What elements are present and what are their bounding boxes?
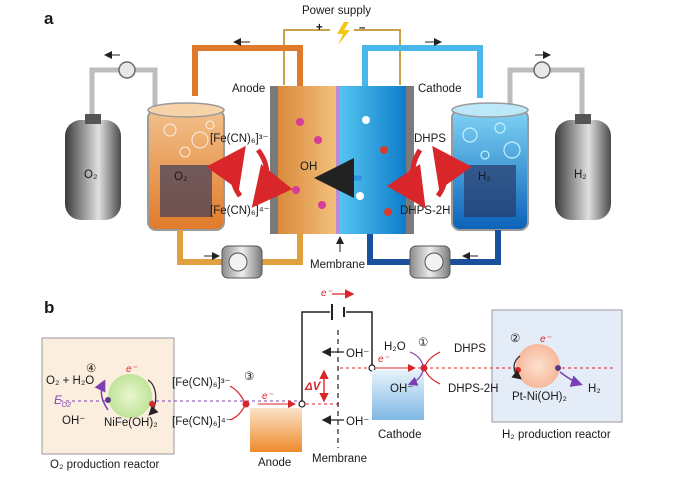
dhps-redox-curve	[423, 351, 441, 385]
nife-catalyst	[108, 374, 152, 418]
h2-label-b: H₂	[588, 383, 601, 395]
power-wire-right	[354, 29, 401, 85]
step2-marker: ②	[510, 333, 520, 345]
ptni-electron-label: e⁻	[540, 334, 552, 345]
panel-a-letter: a	[44, 9, 54, 28]
o2-reactor-label: O₂	[174, 171, 187, 183]
anode-redox-arrow-up	[206, 145, 246, 198]
h2-evolution-arrow	[559, 371, 583, 387]
fe-redox-curve	[229, 385, 247, 421]
cathode-bottom-pipe-b	[448, 230, 501, 265]
circuit-electron-label: e⁻	[321, 288, 333, 299]
cathode-label: Cathode	[418, 83, 461, 95]
o2-tank	[65, 114, 121, 220]
cathode-top-pipe	[362, 45, 483, 98]
fe3-label: [Fe(CN)₆]³⁻	[210, 133, 269, 145]
nife-electron-label: e⁻	[126, 364, 138, 375]
cathode-pump-icon	[409, 245, 451, 279]
h2-reactor-caption: H₂ production reactor	[502, 429, 611, 441]
panel-b: b O₂ production reactor H₂ production re…	[41, 288, 623, 471]
oh-upper-label: OH⁻	[346, 348, 369, 360]
membrane-label-b: Membrane	[312, 453, 367, 465]
ptni-point-right	[555, 365, 561, 371]
circuit-wire-right	[346, 311, 373, 368]
cathode-electron-label: e⁻	[378, 354, 390, 365]
anode-redox-arrow-down	[251, 148, 293, 208]
oh-cathode-label: OH⁻	[390, 383, 413, 395]
anode-bottom-pipe-a	[177, 230, 222, 265]
minus-sign: –	[359, 22, 366, 34]
h2o-label: H₂O	[384, 341, 406, 353]
ptni-label: Pt-Ni(OH)₂	[512, 391, 567, 403]
dhps-label-b: DHPS	[454, 343, 486, 355]
nife-point-right	[149, 401, 155, 407]
o2-oh-label: OH⁻	[62, 415, 85, 427]
nife-point-left	[105, 397, 111, 403]
anode-pump-icon	[221, 245, 263, 279]
cathode-bottom-pipe-a	[367, 234, 412, 265]
nife-label: NiFe(OH)₂	[104, 417, 158, 429]
dhps2h-label-b: DHPS-2H	[448, 383, 498, 395]
anode-terminal	[298, 400, 306, 408]
anode-block	[250, 408, 302, 452]
nife-electron-arrow	[147, 379, 159, 416]
dhps-label: DHPS	[414, 133, 446, 145]
h2-tank-label: H₂	[574, 169, 587, 181]
ptni-point-left	[515, 367, 521, 373]
ptni-catalyst	[516, 344, 560, 388]
cathode-block	[372, 370, 424, 420]
h2-reactor-beaker	[451, 102, 529, 231]
lightning-icon	[337, 22, 350, 45]
panel-b-letter: b	[44, 298, 54, 317]
o2-h2o-label: O₂ + H₂O	[46, 375, 94, 387]
step1-marker: ①	[418, 337, 428, 349]
h2-valve-icon	[533, 61, 551, 79]
anode-label-b: Anode	[258, 457, 291, 469]
cathode-redox-arrow-down	[386, 148, 426, 209]
oh-lower-label: OH⁻	[346, 416, 369, 428]
panel-a: a Power supply + – O₂ H₂	[44, 5, 611, 279]
oh-label: OH	[300, 161, 317, 173]
ptni-electron-arrow	[511, 355, 522, 380]
dhps2h-label: DHPS-2H	[400, 205, 450, 217]
h2-tank	[555, 114, 611, 220]
o2-evolution-arrow	[94, 379, 109, 411]
power-supply-label: Power supply	[302, 5, 371, 17]
eo2-label: EO2	[54, 395, 71, 409]
anode-top-pipe	[192, 45, 303, 96]
o2-valve-icon	[118, 61, 136, 79]
anode-electron-label: e⁻	[262, 391, 274, 402]
membrane-label: Membrane	[310, 259, 365, 271]
cathode-redox-arrow-up	[432, 145, 472, 198]
fe3-label-b: [Fe(CN)₆]³⁻	[172, 377, 231, 389]
anode-label: Anode	[232, 83, 265, 95]
power-wire-left	[283, 29, 330, 85]
o2-reactor-caption: O₂ production reactor	[50, 459, 159, 471]
fe4-label: [Fe(CN)₆]⁴⁻	[210, 205, 270, 217]
step3-marker: ③	[244, 371, 254, 383]
o2-tank-label: O₂	[84, 169, 97, 181]
cathode-label-b: Cathode	[378, 429, 421, 441]
anode-bottom-pipe-b	[262, 234, 303, 265]
plus-sign: +	[316, 22, 323, 34]
circuit-wire-left	[301, 311, 330, 404]
step4-marker: ④	[86, 363, 96, 375]
delta-v-label: ΔV	[304, 381, 322, 393]
electrolysis-cell	[270, 86, 414, 234]
fe4-label-b: [Fe(CN)₆]⁴⁻	[172, 416, 232, 428]
h2-reactor-label: H₂	[478, 171, 491, 183]
